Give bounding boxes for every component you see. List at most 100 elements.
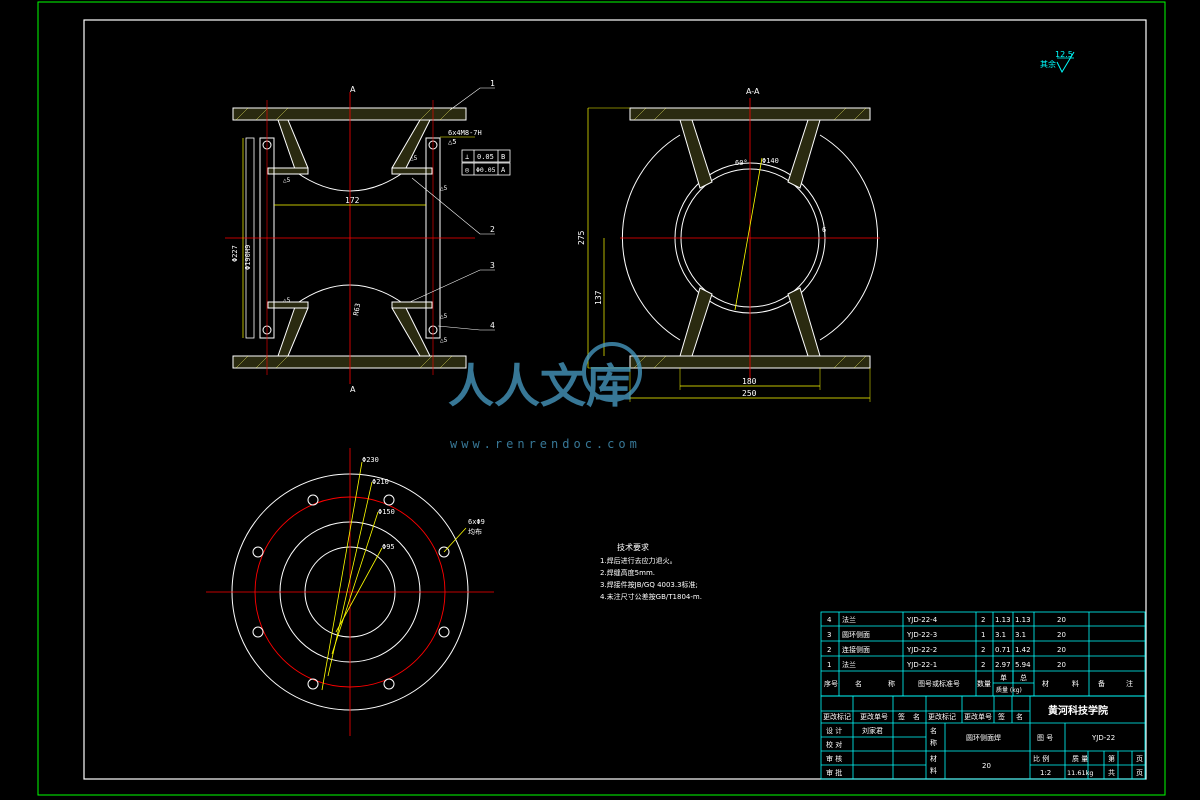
callout-2: 2 <box>490 225 495 234</box>
svg-text:校 对: 校 对 <box>826 740 842 749</box>
callout-1: 1 <box>490 79 495 88</box>
tolerance-frame-1: ⊥ 0.05 B <box>461 149 511 163</box>
outer-frame <box>37 1 1166 796</box>
svg-text:称: 称 <box>888 679 895 688</box>
svg-text:△5: △5 <box>283 177 291 184</box>
svg-text:0.71: 0.71 <box>995 646 1011 654</box>
svg-text:连接侧面: 连接侧面 <box>842 645 870 654</box>
svg-text:圆环侧面: 圆环侧面 <box>842 630 870 639</box>
hole-note-sub: 均布 <box>468 527 482 536</box>
svg-text:单: 单 <box>1000 673 1007 682</box>
dim-height: 275 <box>577 230 586 245</box>
svg-text:△5: △5 <box>410 155 418 162</box>
svg-text:料: 料 <box>930 766 937 775</box>
left-section-view: 172 Φ227 Φ190H9 R63 A A 6x4M8-7H △5 ⊥ 0.… <box>225 79 511 394</box>
title-material: 20 <box>982 762 991 770</box>
flange-dim-3: Φ150 <box>378 508 395 516</box>
watermark-logo-text: 人人文库 <box>448 359 632 413</box>
svg-text:⊥: ⊥ <box>465 153 469 161</box>
svg-text:材: 材 <box>930 754 937 763</box>
svg-text:比 例: 比 例 <box>1033 754 1049 763</box>
svg-text:0.05: 0.05 <box>477 153 494 161</box>
dim-small: 6 <box>822 226 826 234</box>
svg-text:材: 材 <box>1042 679 1049 688</box>
dim-width-label: 172 <box>345 196 360 205</box>
tech-req-item: 2.焊缝高度5mm. <box>600 568 655 577</box>
svg-text:4: 4 <box>827 616 832 624</box>
svg-text:2: 2 <box>981 661 985 669</box>
svg-text:页: 页 <box>1136 769 1143 777</box>
dim-diameter: Φ140 <box>762 157 779 165</box>
tech-req-item: 3.焊接件按JB/GQ 4003.3标准; <box>600 580 698 589</box>
roughness-label: 其余 <box>1040 59 1056 69</box>
svg-text:名: 名 <box>913 712 920 721</box>
svg-text:◎: ◎ <box>465 166 470 174</box>
part-name: 圆环侧面焊 <box>966 733 1001 742</box>
svg-text:更改单号: 更改单号 <box>964 712 992 721</box>
table-header-row: 序号 名 称 图号或标准号 数量 单 总 质量 (kg) 材 料 备 注 <box>824 673 1133 694</box>
flange-dim-1: Φ230 <box>362 456 379 464</box>
table-row: 4 法兰 YJD-22-4 2 1.13 1.13 20 <box>827 615 1066 624</box>
title-block-text: 更改标记 更改单号 签 名 更改标记 更改单号 签 名 黄河科技学院 设 计 刘… <box>823 704 1143 777</box>
svg-text:序号: 序号 <box>824 679 838 688</box>
svg-text:3.1: 3.1 <box>995 631 1006 639</box>
svg-text:质量 (kg): 质量 (kg) <box>996 686 1022 694</box>
svg-text:更改标记: 更改标记 <box>823 712 851 721</box>
technical-requirements: 技术要求 1.焊后进行去应力退火。 2.焊缝高度5mm. 3.焊接件按JB/GQ… <box>600 542 702 601</box>
svg-text:1.13: 1.13 <box>995 616 1011 624</box>
svg-text:备: 备 <box>1098 679 1105 688</box>
svg-text:1.42: 1.42 <box>1015 646 1031 654</box>
svg-text:1.13: 1.13 <box>1015 616 1031 624</box>
scale-value: 1:2 <box>1040 769 1051 777</box>
svg-text:页: 页 <box>1136 755 1143 763</box>
svg-text:△5: △5 <box>440 337 448 344</box>
right-section-view: A-A Φ140 60° 6 275 137 <box>577 87 880 402</box>
svg-text:YJD-22-4: YJD-22-4 <box>906 616 938 624</box>
svg-text:YJD-22-2: YJD-22-2 <box>906 646 937 654</box>
svg-text:YJD-22-3: YJD-22-3 <box>906 631 937 639</box>
school-name: 黄河科技学院 <box>1048 704 1108 717</box>
dim-mid: 137 <box>594 290 603 305</box>
svg-text:20: 20 <box>1057 631 1066 639</box>
svg-text:2.97: 2.97 <box>995 661 1011 669</box>
callout-4: 4 <box>490 321 495 330</box>
svg-text:3: 3 <box>827 631 831 639</box>
svg-text:签: 签 <box>998 712 1005 721</box>
svg-text:1: 1 <box>981 631 985 639</box>
designer-name: 刘家君 <box>862 726 883 735</box>
svg-text:数量: 数量 <box>977 679 991 688</box>
svg-text:A: A <box>501 166 506 174</box>
top-flange <box>232 107 467 121</box>
svg-text:更改单号: 更改单号 <box>860 712 888 721</box>
svg-text:20: 20 <box>1057 646 1066 654</box>
svg-text:设 计: 设 计 <box>826 726 842 735</box>
svg-text:B: B <box>501 153 505 161</box>
svg-text:审 批: 审 批 <box>826 768 842 777</box>
svg-text:法兰: 法兰 <box>842 615 856 624</box>
table-row: 1 法兰 YJD-22-1 2 2.97 5.94 20 <box>827 660 1066 669</box>
section-marker-bottom: A <box>350 385 356 394</box>
dim-left-a: Φ227 <box>231 245 239 262</box>
svg-text:签: 签 <box>898 712 905 721</box>
svg-text:图号或标准号: 图号或标准号 <box>918 679 960 688</box>
roughness-value: 12.5 <box>1055 50 1073 59</box>
svg-text:Φ0.05: Φ0.05 <box>476 166 496 174</box>
tolerance-frame-2: ◎ Φ0.05 A <box>461 162 511 176</box>
svg-text:料: 料 <box>1072 679 1079 688</box>
watermark: 人人文库 www.renrendoc.com <box>448 342 642 451</box>
svg-text:1: 1 <box>827 661 831 669</box>
svg-text:审 核: 审 核 <box>826 754 842 763</box>
weight-value: 11.61kg <box>1067 769 1094 777</box>
section-title-aa: A-A <box>746 87 760 96</box>
svg-text:质 量: 质 量 <box>1072 754 1088 763</box>
table-row: 2 连接侧面 YJD-22-2 2 0.71 1.42 20 <box>827 645 1066 654</box>
tech-req-item: 1.焊后进行去应力退火。 <box>600 556 677 565</box>
svg-text:△5: △5 <box>440 313 448 320</box>
svg-text:第: 第 <box>1108 754 1115 763</box>
dim-base1: 180 <box>742 377 757 386</box>
flange-dim-4: Φ95 <box>382 543 395 551</box>
svg-text:名: 名 <box>1016 712 1023 721</box>
parts-rows: 4 法兰 YJD-22-4 2 1.13 1.13 20 3 圆环侧面 YJD-… <box>824 615 1133 694</box>
tech-req-item: 4.未注尺寸公差按GB/T1804-m. <box>600 592 702 601</box>
hole-note: 6xΦ9 <box>468 518 485 526</box>
